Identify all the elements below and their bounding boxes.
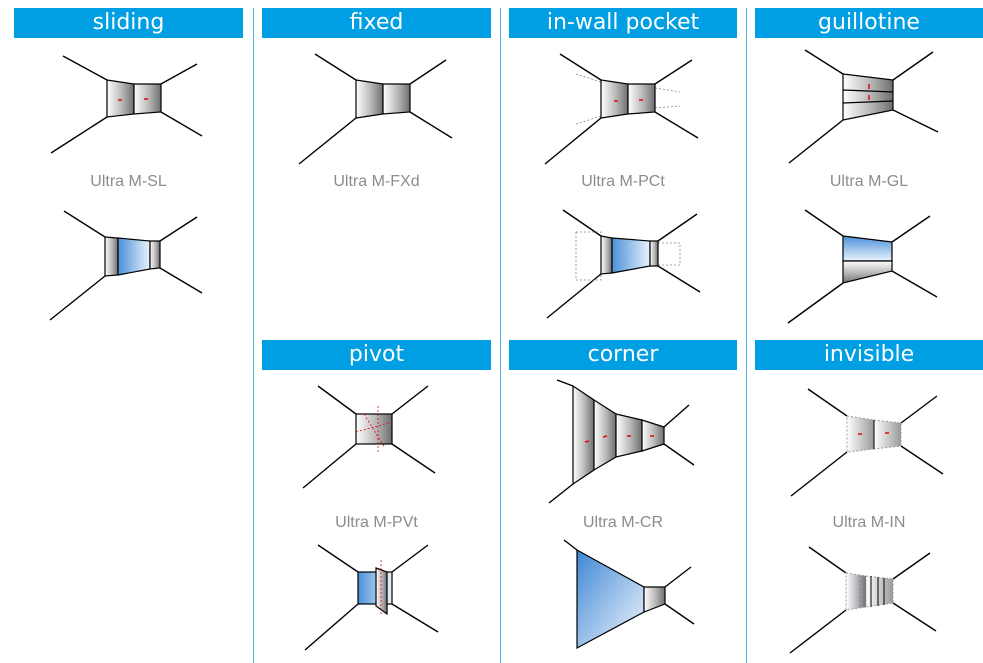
caption-invisible: Ultra M-IN (832, 514, 906, 531)
fixed-window (298, 53, 453, 165)
caption-corner: Ultra M-CR (583, 514, 663, 531)
corner-open (563, 539, 695, 650)
caption-sliding: Ultra M-SL (90, 173, 167, 190)
header-fixed: fixed (262, 8, 491, 38)
caption-fixed: Ultra M-FXd (333, 173, 420, 190)
guillotine-open (787, 209, 938, 324)
caption-in-wall-pocket: Ultra M-PCt (581, 173, 665, 190)
pivot-open (304, 544, 439, 651)
corner-closed (548, 379, 695, 504)
invisible-closed (790, 388, 944, 497)
caption-guillotine: Ultra M-GL (829, 173, 909, 190)
sliding-closed (50, 55, 203, 154)
sliding-open (49, 210, 203, 321)
header-corner: corner (509, 340, 737, 370)
column-divider (253, 8, 254, 663)
invisible-open (789, 546, 937, 654)
header-pivot: pivot (262, 340, 491, 370)
column-divider (500, 8, 501, 663)
header-guillotine: guillotine (755, 8, 983, 38)
caption-pivot: Ultra M-PVt (335, 514, 418, 531)
guillotine-closed (788, 49, 939, 164)
header-in-wall-pocket: in-wall pocket (509, 8, 737, 38)
header-invisible: invisible (755, 340, 983, 370)
pocket-closed (544, 53, 699, 165)
pivot-closed (302, 385, 436, 489)
column-divider (746, 8, 747, 663)
pocket-open (546, 209, 701, 319)
header-sliding: sliding (14, 8, 243, 38)
